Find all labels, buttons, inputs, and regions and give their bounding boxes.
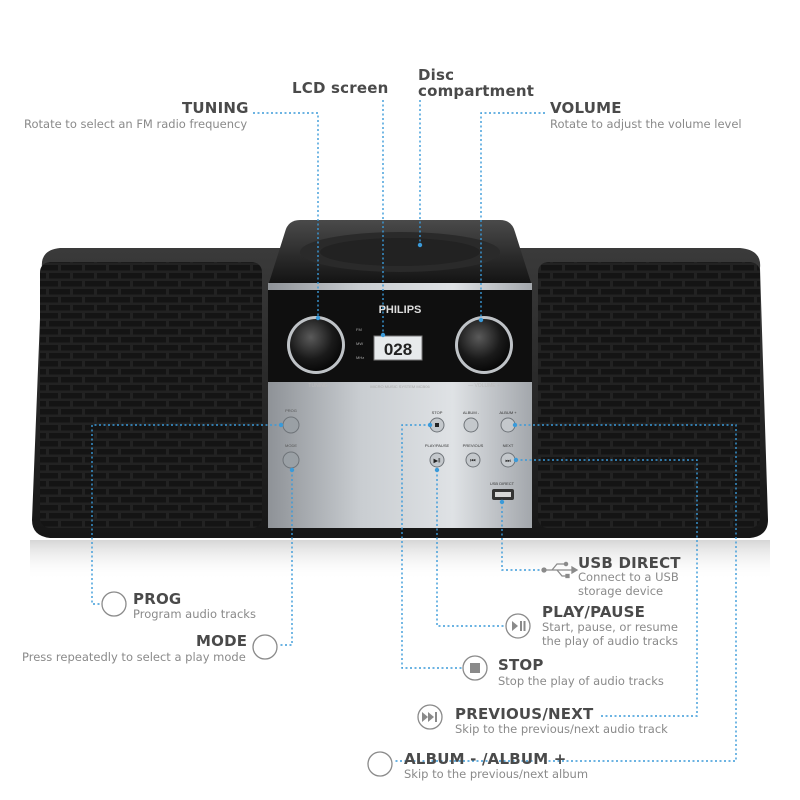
usb-desc-line2: storage device	[578, 584, 664, 598]
lcd-title: LCD screen	[292, 79, 389, 97]
leader-prevnext	[516, 459, 698, 717]
mode-desc: Press repeatedly to select a play mode	[22, 650, 246, 664]
leader-stop	[401, 424, 462, 669]
stop-title: STOP	[498, 656, 544, 674]
usb-title: USB DIRECT	[578, 554, 681, 572]
mode-button[interactable]	[282, 451, 300, 469]
prog-button[interactable]	[282, 416, 300, 434]
disc-title-line2: compartment	[418, 82, 535, 100]
mode-button-label: MODE	[285, 443, 297, 448]
play-pause-label: PLAY/PAUSE	[425, 443, 450, 448]
disc-title-line1: Disc	[418, 66, 455, 84]
volume-desc: Rotate to adjust the volume level	[550, 117, 742, 131]
prog-title: PROG	[133, 590, 182, 608]
leader-usb	[501, 502, 540, 571]
previous-label: PREVIOUS	[463, 443, 484, 448]
volume-title: VOLUME	[550, 99, 622, 117]
prevnext-title: PREVIOUS/NEXT	[455, 705, 594, 723]
stop-button-label: STOP	[432, 410, 443, 415]
prog-button-label: PROG	[285, 408, 297, 413]
album-minus-button[interactable]	[463, 417, 479, 433]
disc-title: Disc compartment	[418, 67, 534, 99]
usb-callout-icon	[541, 561, 579, 579]
playpause-desc-line2: the play of audio tracks	[542, 634, 679, 648]
usb-port-label: USB DIRECT	[490, 481, 515, 486]
leader-prog	[91, 424, 281, 605]
next-label: NEXT	[503, 443, 514, 448]
tuning-label: TUNING	[308, 383, 327, 389]
tuning-knob[interactable]	[290, 319, 342, 371]
lcd-screen	[373, 335, 423, 361]
model-label: MICRO MUSIC SYSTEM MCB06	[370, 384, 430, 389]
usb-port-slot	[495, 492, 511, 497]
previous-button[interactable]	[465, 452, 481, 468]
stop-desc: Stop the play of audio tracks	[498, 674, 664, 688]
volume-knob[interactable]	[458, 319, 510, 371]
album-desc: Skip to the previous/next album	[404, 767, 589, 781]
prog-callout-icon	[101, 591, 127, 617]
next-icon: ⏭	[505, 459, 511, 465]
band-label-fm: FM	[356, 327, 362, 332]
stop-icon	[435, 423, 439, 427]
leader-lines	[91, 100, 737, 762]
prevnext-desc: Skip to the previous/next audio track	[455, 722, 668, 736]
lcd-readout: 028	[384, 340, 412, 359]
left-speaker	[40, 262, 262, 528]
album-callout-icon	[367, 751, 393, 777]
band-label-mhz: MHz	[356, 355, 364, 360]
play-pause-button[interactable]	[429, 452, 445, 468]
playpause-title: PLAY/PAUSE	[542, 603, 646, 621]
album-minus-label: ALBUM -	[463, 410, 480, 415]
band-label-mw: MW	[356, 341, 363, 346]
leader-tuning	[253, 112, 319, 318]
previous-icon: ⏮	[470, 459, 476, 465]
album-title: ALBUM - /ALBUM +	[404, 750, 567, 768]
tuning-title: TUNING	[182, 99, 249, 117]
tuning-desc: Rotate to select an FM radio frequency	[24, 117, 248, 131]
floor-shadow	[30, 540, 770, 580]
mode-title: MODE	[196, 632, 248, 650]
play-pause-icon: ▶‖	[433, 459, 440, 465]
album-plus-label: ALBUM +	[499, 410, 517, 415]
right-speaker	[538, 262, 760, 528]
brand-logo: PHILIPS	[379, 304, 422, 316]
leader-volume	[480, 112, 545, 320]
playpause-desc-line1: Start, pause, or resume	[542, 620, 678, 634]
leader-dots	[278, 242, 519, 505]
prog-desc: Program audio tracks	[133, 607, 256, 621]
usb-desc-line1: Connect to a USB	[578, 570, 679, 584]
mode-callout-icon	[252, 634, 278, 660]
leader-album	[395, 424, 737, 762]
volume-label: — VOLUME +	[468, 383, 500, 389]
